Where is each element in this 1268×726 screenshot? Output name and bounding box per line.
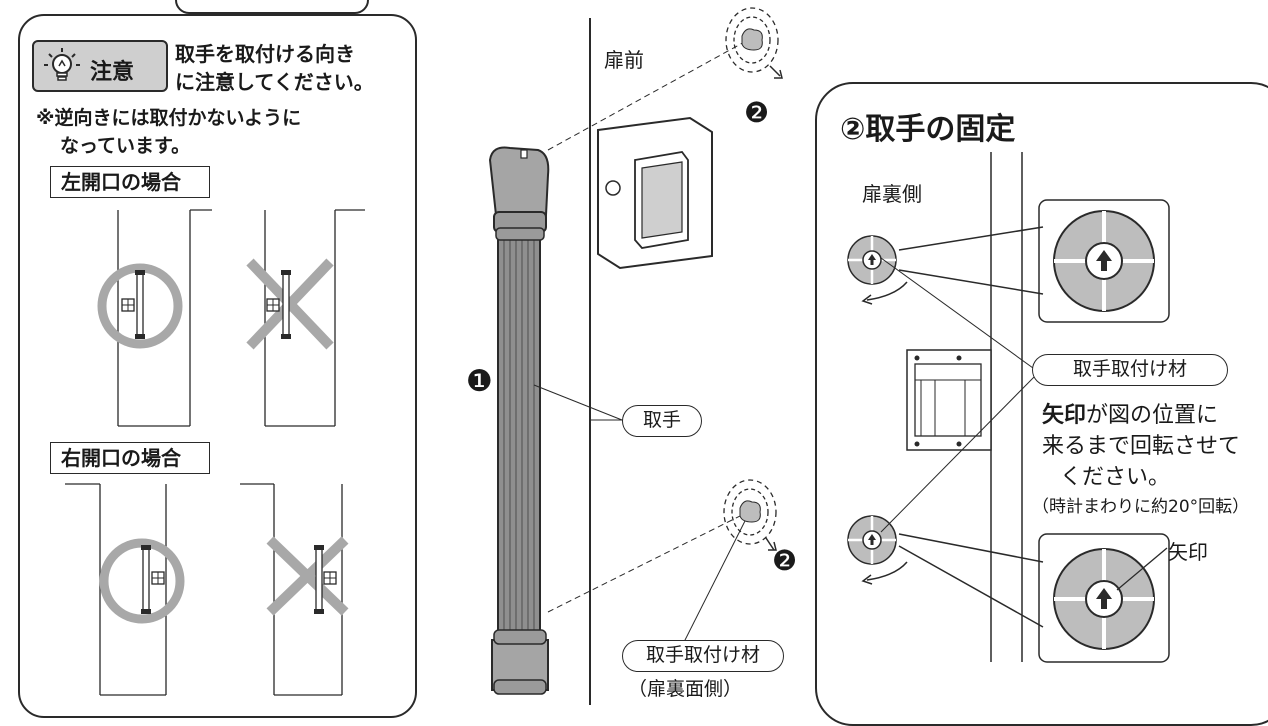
fitting-label: 取手取付け材	[622, 640, 784, 672]
left-open-wrong-diagram	[246, 209, 365, 427]
caution-panel	[18, 14, 417, 718]
step-1-marker: ❶	[466, 364, 493, 399]
note-line-1: ※逆向きには取付かないように	[36, 107, 302, 129]
fitting-material-label: 取手取付け材	[1032, 354, 1228, 386]
handle-label: 取手	[622, 405, 702, 437]
caution-line-2: に注意してください。	[175, 70, 374, 94]
instruction-rest: が図の位置に	[1086, 403, 1219, 428]
caution-badge-text: 注意	[90, 60, 135, 85]
instruction-line-1: 矢印が図の位置に	[1042, 397, 1218, 429]
instruction-bold-word: 矢印	[1042, 403, 1087, 428]
caution-badge: 注意	[32, 40, 168, 92]
left-open-correct-diagram	[97, 209, 212, 427]
lightbulb-icon	[44, 48, 80, 81]
instruction-note: （時計まわりに約20°回転）	[1032, 497, 1250, 517]
step-2-marker-top: ❷	[744, 96, 770, 129]
zoom-knob-top	[1053, 210, 1155, 312]
correct-mark	[99, 538, 185, 624]
mounting-plate	[906, 349, 992, 451]
handle-bar	[488, 146, 550, 695]
fitting-knob-bottom	[847, 515, 908, 585]
right-open-label: 右開口の場合	[50, 442, 210, 474]
caution-line-1: 取手を取付ける向き	[175, 42, 355, 66]
instruction-line-2: 来るまで回転させて	[1042, 434, 1241, 459]
handle-assembly-diagram	[488, 7, 783, 705]
right-open-wrong-diagram	[240, 483, 349, 696]
note-line-2: なっています。	[60, 135, 191, 157]
caution-diagrams	[65, 209, 365, 696]
fitting-sub-label: （扉裏面側）	[628, 678, 743, 700]
fixing-title: ②取手の固定	[840, 112, 1016, 147]
left-open-label: 左開口の場合	[50, 166, 210, 198]
wrong-mark	[246, 258, 334, 350]
wrong-mark	[266, 536, 349, 616]
fitting-block	[597, 116, 713, 270]
zoom-knob-bottom	[1053, 548, 1155, 650]
fitting-knob-top	[847, 235, 908, 305]
right-open-correct-diagram	[65, 483, 185, 696]
back-side-label: 扉裏側	[862, 182, 922, 206]
arrow-label: 矢印	[1168, 540, 1208, 564]
fixing-diagram	[847, 152, 1170, 663]
correct-mark	[97, 263, 183, 349]
screw-hole-bottom	[723, 479, 777, 551]
instruction-line-3: ください。	[1060, 465, 1171, 490]
step-2-marker-bottom: ❷	[772, 544, 798, 577]
door-front-label: 扉前	[604, 48, 644, 72]
screw-hole-top	[725, 7, 783, 79]
